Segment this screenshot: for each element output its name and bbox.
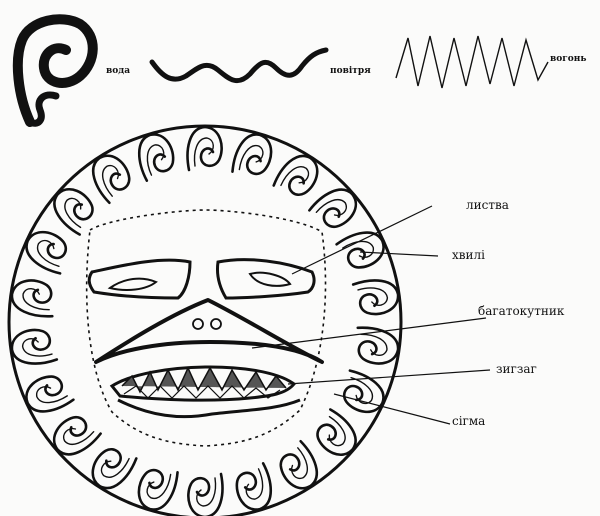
foliage-leaf-left	[89, 260, 190, 298]
nose-dot-right	[211, 319, 221, 329]
wave-scroll	[273, 149, 325, 204]
chin-curve	[118, 400, 300, 417]
foliage-leaf-right	[217, 260, 314, 298]
ornament-inner-border	[87, 210, 326, 446]
wave-scroll	[309, 408, 364, 462]
wave-scroll	[85, 149, 137, 204]
callout-waves-label: хвилі	[452, 248, 485, 262]
wave-scroll	[336, 225, 389, 274]
wave-scroll	[20, 226, 73, 275]
leader-zigzag	[288, 370, 490, 384]
ornament-outer-ring	[9, 126, 401, 516]
polygon-nose	[96, 300, 322, 362]
wave-scroll	[188, 127, 222, 170]
leader-foliage	[292, 206, 432, 274]
wave-scroll	[86, 441, 138, 496]
water-spiral-motif	[18, 19, 93, 123]
wave-scroll	[353, 277, 400, 317]
wave-scroll	[46, 182, 101, 236]
water-label: вода	[106, 66, 130, 76]
leader-sigma	[334, 394, 450, 424]
wave-scroll	[273, 440, 325, 495]
fire-label: вогонь	[550, 54, 586, 64]
wave-scroll	[336, 369, 389, 418]
callout-sigma-label: сігма	[452, 414, 485, 428]
fire-zigzag-motif	[396, 36, 548, 88]
wave-scroll	[188, 474, 222, 516]
nose-dot-left	[193, 319, 203, 329]
wave-scroll	[47, 409, 102, 463]
air-wave-motif	[152, 50, 326, 81]
air-label: повітря	[330, 66, 371, 76]
wave-scroll	[10, 327, 57, 367]
callout-polygon-label: багатокутник	[478, 304, 564, 318]
wave-scroll	[21, 370, 74, 419]
wave-scroll	[10, 278, 57, 318]
callout-zigzag-label: зигзаг	[496, 362, 537, 376]
leader-polygon	[252, 318, 486, 348]
wave-scroll-ring	[10, 127, 401, 516]
wave-scroll	[308, 181, 363, 235]
callout-foliage-label: листва	[466, 198, 509, 212]
